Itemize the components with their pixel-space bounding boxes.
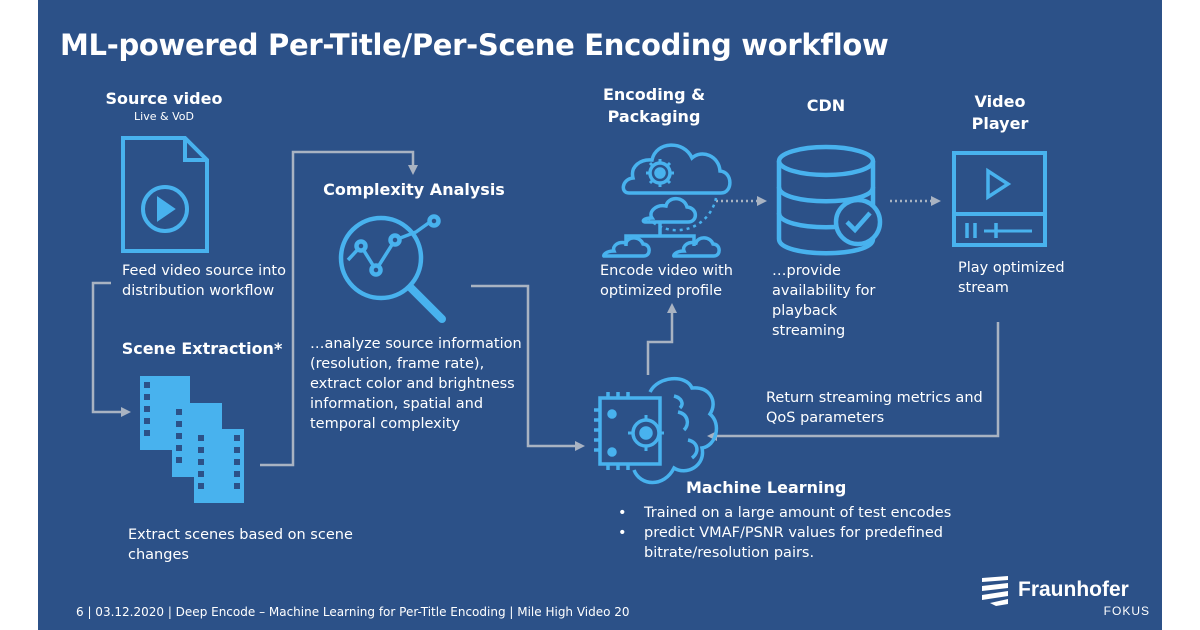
arrow-player-to-ml: [707, 322, 1000, 441]
scene-extraction-title: Scene Extraction*: [121, 339, 283, 358]
brain-chip-icon: [594, 377, 719, 485]
ml-bullet-1: • Trained on a large amount of test enco…: [618, 505, 952, 521]
arrow-source-to-scene: [91, 281, 131, 417]
encoding-packaging-title: Encoding & Packaging: [602, 85, 706, 126]
workflow-diagram: [91, 136, 1047, 606]
arrow-ml-to-encoding: [646, 303, 677, 375]
cdn-desc: …provide availability for playback strea…: [772, 263, 876, 339]
complexity-analysis-desc: …analyze source information (resolution,…: [310, 336, 522, 432]
video-player-icon: [952, 151, 1047, 247]
complexity-analysis-title: Complexity Analysis: [323, 180, 505, 199]
ml-bullet-2: • predict VMAF/PSNR values for predefine…: [618, 525, 943, 561]
source-video-desc: Feed video source into distribution work…: [122, 263, 286, 299]
magnifier-chart-icon: [338, 214, 446, 323]
arrow-scene-to-complexity: [260, 150, 418, 467]
source-video-subtitle: Live & VoD: [134, 110, 194, 123]
video-player-desc: Play optimized stream: [958, 260, 1065, 296]
arrow-complexity-to-ml: [471, 284, 585, 451]
fraunhofer-logo-icon: [982, 576, 1008, 606]
video-file-icon: [121, 136, 209, 253]
scene-extraction-desc: Extract scenes based on scene changes: [128, 527, 353, 563]
cdn-title: CDN: [806, 96, 846, 115]
source-video-title: Source video: [105, 89, 223, 108]
feedback-desc: Return streaming metrics and QoS paramet…: [766, 390, 983, 426]
slide-title: ML-powered Per-Title/Per-Scene Encoding …: [60, 28, 889, 62]
film-strips-icon: [140, 376, 244, 503]
cloud-gear-icon: [602, 143, 732, 258]
slide: ML-powered Per-Title/Per-Scene Encoding …: [38, 0, 1162, 630]
slide-footer: 6 | 03.12.2020 | Deep Encode – Machine L…: [76, 605, 630, 619]
video-player-title: Video Player: [971, 92, 1029, 133]
database-check-icon: [776, 144, 883, 256]
connectors: [91, 150, 1000, 467]
fraunhofer-logo-text: Fraunhofer: [1018, 578, 1129, 601]
fraunhofer-logo-sub: FOKUS: [1103, 604, 1150, 618]
machine-learning-bullets: • Trained on a large amount of test enco…: [618, 503, 958, 563]
encoding-desc: Encode video with optimized profile: [600, 263, 733, 299]
machine-learning-title: Machine Learning: [686, 478, 847, 497]
